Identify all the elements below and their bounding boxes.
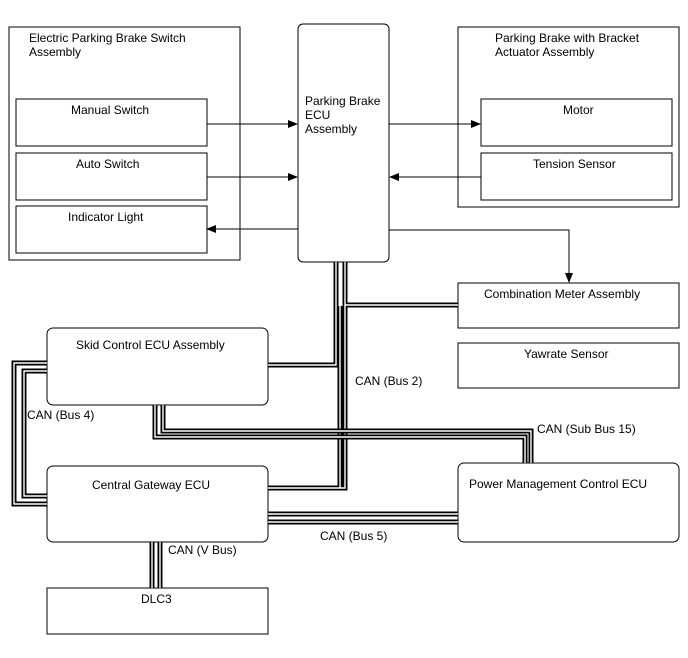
yawrate-sensor-box	[457, 342, 680, 389]
power-management-ecu-label: Power Management Control ECU	[469, 477, 648, 491]
indicator-light-box	[15, 205, 208, 254]
can-vbus-cable	[149, 542, 163, 588]
can-vbus-label: CAN (V Bus)	[168, 543, 237, 557]
can-sub-bus15-label: CAN (Sub Bus 15)	[537, 422, 636, 436]
power-management-ecu-box	[457, 462, 680, 543]
can-bus5-cable	[268, 511, 458, 525]
dlc3-box	[46, 587, 269, 635]
parking-brake-ecu-label: Parking Brake ECU Assembly	[305, 94, 381, 136]
indicator-light-label: Indicator Light	[68, 210, 144, 224]
can-bus5-label: CAN (Bus 5)	[320, 529, 388, 543]
switch-assembly-frame	[8, 26, 241, 261]
central-gateway-ecu-label: Central Gateway ECU	[92, 478, 211, 492]
can-bus2-label: CAN (Bus 2)	[355, 374, 423, 388]
dlc3-label: DLC3	[141, 592, 172, 606]
tension-sensor-label: Tension Sensor	[533, 157, 616, 171]
motor-box	[480, 98, 673, 147]
can-bus4-label: CAN (Bus 4)	[27, 408, 95, 422]
parking-brake-ecu-box	[297, 23, 390, 263]
switch-assembly-label: Electric Parking Brake Switch Assembly	[29, 31, 186, 59]
actuator-assembly-label: Parking Brake with Bracket Actuator Asse…	[495, 31, 640, 59]
can-bus4-cable	[11, 360, 47, 507]
actuator-assembly-frame	[457, 26, 680, 208]
manual-switch-box	[15, 98, 208, 147]
motor-label: Motor	[563, 103, 594, 117]
combination-meter-label: Combination Meter Assembly	[484, 287, 641, 301]
manual-switch-label: Manual Switch	[71, 103, 150, 117]
ecu-to-meter-arrow	[389, 229, 573, 283]
yawrate-sensor-label: Yawrate Sensor	[524, 347, 609, 361]
skid-control-ecu-label: Skid Control ECU Assembly	[76, 338, 225, 352]
can-bus-cables	[11, 262, 534, 588]
auto-switch-label: Auto Switch	[76, 157, 140, 171]
auto-switch-box	[15, 152, 208, 201]
